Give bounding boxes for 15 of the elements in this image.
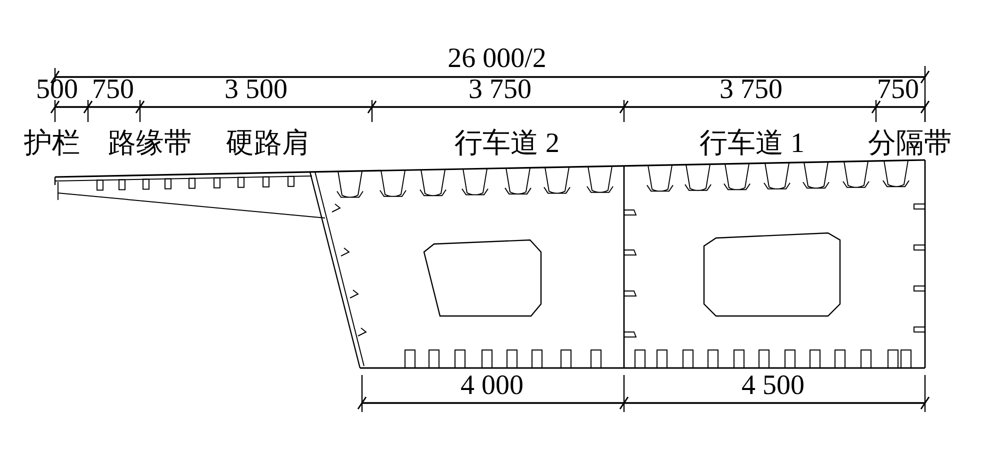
dimension-value: 4 000 bbox=[460, 372, 524, 400]
dimension-value: 4 500 bbox=[742, 372, 804, 400]
dimension-value: 750 bbox=[92, 76, 134, 104]
zone-label: 硬路肩 bbox=[226, 130, 310, 158]
dimension-value: 750 bbox=[877, 76, 919, 104]
zone-label: 分隔带 bbox=[868, 130, 952, 158]
dimension-value: 3 750 bbox=[720, 76, 782, 104]
zone-label: 行车道 2 bbox=[454, 130, 560, 158]
zone-label: 行车道 1 bbox=[700, 130, 804, 158]
dimension-value: 26 000/2 bbox=[448, 45, 546, 73]
dimension-value: 3 500 bbox=[224, 76, 288, 104]
dimension-value: 500 bbox=[36, 76, 78, 104]
zone-label: 护栏 bbox=[24, 130, 80, 158]
zone-label: 路缘带 bbox=[108, 130, 192, 158]
dimension-value: 3 750 bbox=[468, 76, 532, 104]
